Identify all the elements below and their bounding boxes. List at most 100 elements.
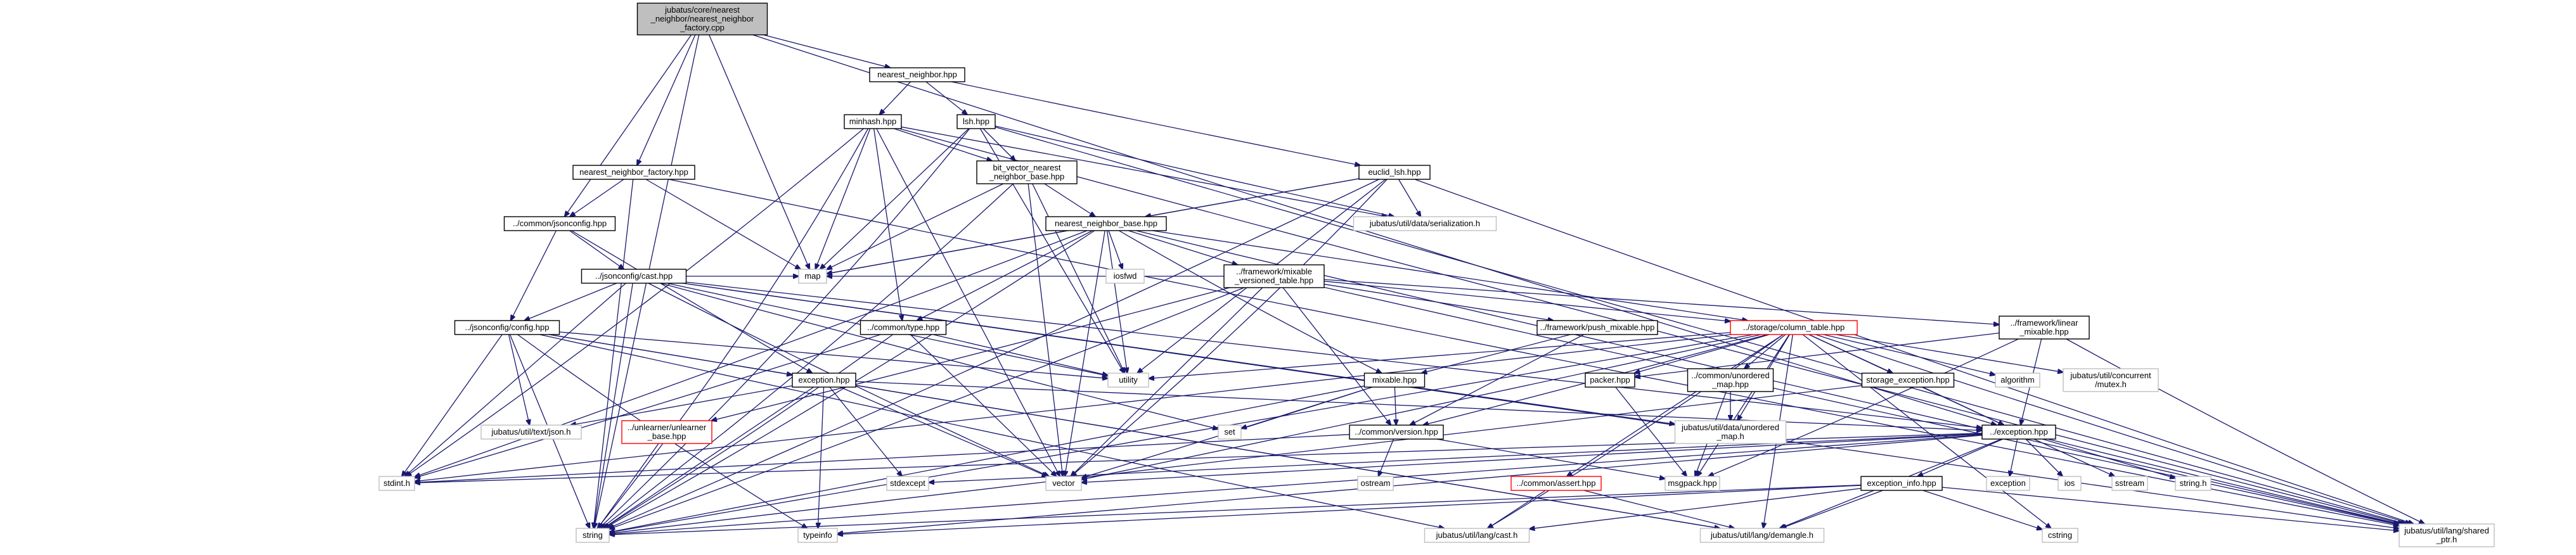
edge-line — [1152, 230, 1748, 321]
edge-config_hpp-to-stdint — [402, 334, 503, 476]
file-nodes: jubatus/core/nearest_neighbor/nearest_ne… — [378, 3, 2495, 547]
edge-nn_hpp-to-minhash — [879, 81, 911, 115]
node-unlearner-base[interactable]: ../unlearner/unlearner_base.hpp — [621, 420, 712, 444]
node-euclid[interactable]: euclid_lsh.hpp — [1358, 165, 1431, 180]
node-jsonconfig[interactable]: ../common/jsonconfig.hpp — [503, 216, 616, 231]
edge-line — [1071, 287, 1263, 476]
node-vector: vector — [1045, 476, 1082, 491]
edge-line — [604, 230, 1095, 528]
edge-cast_hpp-to-string — [594, 283, 633, 528]
node-string: string — [576, 528, 610, 543]
node-string-h: string.h — [2175, 476, 2212, 491]
node-bitvec[interactable]: bit_vector_nearest_neighbor_base.hpp — [976, 160, 1078, 184]
edge-exception_info-to-typeinfo — [837, 485, 1862, 534]
edge-column_table-to-utility — [1149, 332, 1731, 379]
node-label: jubatus/util/data/unordered — [1681, 423, 1779, 432]
node-minhash[interactable]: minhash.hpp — [844, 114, 902, 129]
node-box — [1045, 216, 1167, 231]
edge-line — [1378, 438, 1394, 476]
node-box — [860, 320, 947, 335]
edge-line — [405, 283, 626, 476]
node-box — [976, 160, 1078, 184]
edge-mixable_versioned-to-shared_ptr — [1323, 286, 2399, 525]
node-lsh[interactable]: lsh.hpp — [956, 114, 996, 129]
node-nn-hpp[interactable]: nearest_neighbor.hpp — [869, 67, 965, 82]
edge-column_table-to-stdint — [415, 334, 1732, 482]
edge-minhash-to-map — [815, 128, 871, 269]
edge-line — [820, 128, 969, 269]
node-type-hpp[interactable]: ../common/type.hpp — [860, 320, 947, 335]
node-box — [572, 165, 695, 180]
node-label: _versioned_table.hpp — [1234, 276, 1313, 285]
node-typeinfo: typeinfo — [797, 528, 838, 543]
node-box — [1223, 264, 1325, 288]
edge-line — [565, 34, 692, 217]
node-assert-hpp[interactable]: ../common/assert.hpp — [1510, 476, 1602, 491]
edge-line — [569, 230, 624, 269]
edge-line — [917, 230, 1093, 321]
node-label: minhash.hpp — [849, 117, 896, 126]
node-config-hpp[interactable]: ../jsonconfig/config.hpp — [454, 320, 560, 335]
node-label: exception — [1990, 478, 2026, 488]
node-box — [1986, 476, 2030, 491]
node-mixable-hpp[interactable]: mixable.hpp — [1363, 373, 1426, 388]
edge-nnbase-to-iosfwd — [1108, 230, 1123, 269]
node-box — [2042, 528, 2078, 543]
edge-root-to-nn_hpp — [763, 34, 890, 68]
edge-line — [1530, 488, 1862, 529]
node-cast-hpp[interactable]: ../jsonconfig/cast.hpp — [581, 269, 687, 284]
edge-minhash-to-string — [597, 128, 869, 528]
edge-line — [818, 386, 825, 528]
edge-common_exception-to-shared_ptr — [2047, 438, 2400, 524]
node-column-table[interactable]: ../storage/column_table.hpp — [1730, 320, 1858, 335]
node-label: sstream — [2115, 478, 2144, 488]
edge-mixable_versioned-to-unlearner_base — [711, 287, 1230, 421]
edge-line — [570, 179, 624, 217]
node-nnbase[interactable]: nearest_neighbor_base.hpp — [1045, 216, 1167, 231]
edge-line — [2033, 438, 2115, 476]
edge-line — [995, 125, 1394, 217]
edge-bitvec-to-vector — [1027, 183, 1063, 476]
node-linear-mixable[interactable]: ../framework/linear_mixable.hpp — [1999, 316, 2090, 340]
node-common-exception[interactable]: ../exception.hpp — [1981, 424, 2056, 440]
node-box — [886, 476, 929, 491]
edge-line — [406, 128, 864, 476]
edge-type_hpp-to-string — [603, 334, 893, 528]
edge-line — [601, 183, 1014, 528]
node-box — [1665, 476, 1720, 491]
node-label: cstring — [2048, 530, 2072, 540]
node-box — [1730, 320, 1858, 335]
edge-line — [982, 128, 1015, 161]
node-nnf-hpp[interactable]: nearest_neighbor_factory.hpp — [572, 165, 695, 180]
node-root[interactable]: jubatus/core/nearest_neighbor/nearest_ne… — [636, 3, 768, 35]
edge-exception_hpp-to-typeinfo — [818, 386, 825, 528]
node-storage-exception[interactable]: storage_exception.hpp — [1861, 373, 1955, 388]
edge-line — [1436, 438, 1665, 479]
node-mixable-versioned[interactable]: ../framework/mixable_versioned_table.hpp — [1223, 264, 1325, 288]
edge-nnbase-to-stdint — [415, 230, 1088, 477]
node-lang-cast: jubatus/util/lang/cast.h — [1424, 528, 1530, 543]
edge-line — [539, 334, 1444, 528]
node-box — [1107, 373, 1149, 388]
edge-line — [910, 334, 1056, 476]
node-box — [1510, 476, 1602, 491]
node-unordered-map-h: jubatus/util/data/unordered_map.h — [1674, 420, 1787, 444]
node-demangle: jubatus/util/lang/demangle.h — [1699, 528, 1825, 543]
edge-line — [1421, 334, 1571, 373]
node-push-mixable[interactable]: ../framework/push_mixable.hpp — [1536, 320, 1658, 335]
edge-line — [951, 81, 1360, 165]
edge-lsh-to-string — [599, 128, 970, 528]
node-version-hpp[interactable]: ../common/version.hpp — [1349, 424, 1444, 440]
edge-line — [1744, 334, 1786, 369]
edge-line — [609, 385, 1365, 532]
edge-line — [686, 281, 1983, 428]
node-box — [1349, 424, 1444, 440]
edge-line — [1697, 334, 1790, 476]
node-unordered-map-hpp[interactable]: ../common/unordered_map.hpp — [1687, 368, 1774, 392]
node-packer-hpp[interactable]: packer.hpp — [1585, 373, 1635, 388]
node-exception-info[interactable]: exception_info.hpp — [1860, 476, 1943, 491]
node-exception-hpp[interactable]: exception.hpp — [792, 373, 856, 388]
edge-column_table-to-packer_hpp — [1634, 334, 1770, 373]
edge-line — [1815, 334, 2411, 524]
node-label: _map.h — [1716, 431, 1744, 441]
